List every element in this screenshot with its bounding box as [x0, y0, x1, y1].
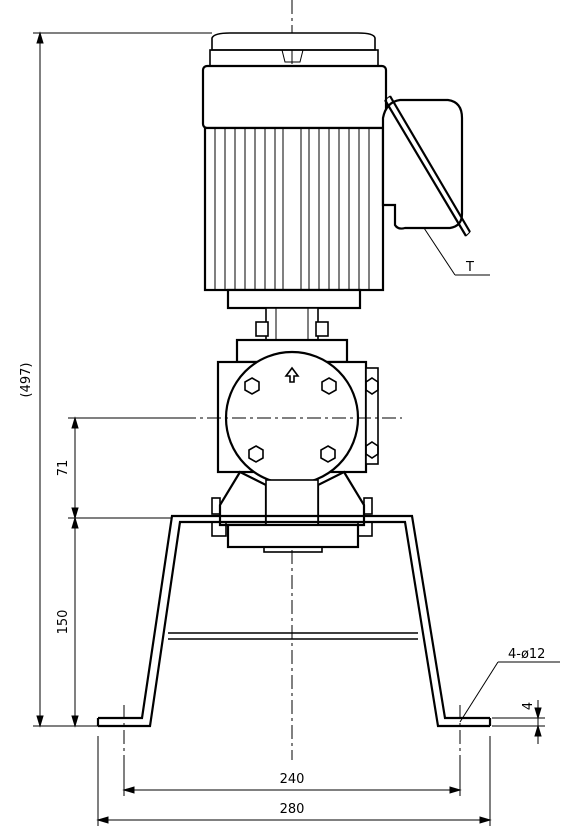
dim-hole-spacing: 240 [280, 772, 305, 787]
motor-housing-top [201, 64, 388, 130]
dim-overall-height: (497) [19, 363, 34, 398]
pump-head [182, 338, 402, 486]
dim-base-width: 280 [280, 802, 305, 817]
motor-finned-body [203, 126, 385, 292]
motor-flange [226, 288, 362, 310]
pump-support [211, 470, 373, 553]
base-stand [96, 514, 492, 760]
dim-plate-thickness: 4 [521, 702, 536, 710]
flow-arrow-icon [284, 366, 300, 383]
dimension-lines [33, 31, 560, 826]
motor [201, 32, 388, 310]
motor-fan-cover [211, 32, 376, 51]
dim-holes: 4-ø12 [508, 647, 545, 662]
terminal-leader [423, 227, 456, 276]
terminal-label: T [465, 260, 474, 275]
dim-upper-height: 71 [56, 460, 71, 477]
terminal-box: T [381, 95, 490, 276]
dim-lower-height: 150 [56, 610, 71, 635]
